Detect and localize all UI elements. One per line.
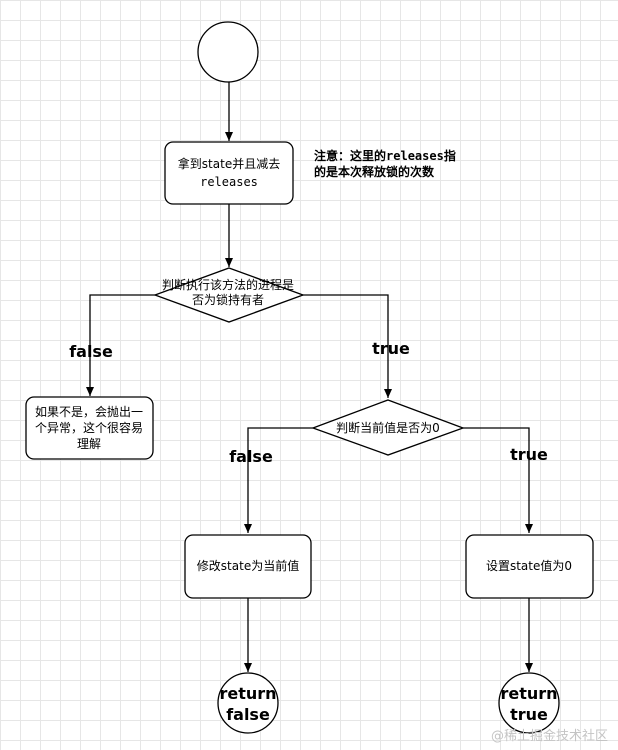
exception-line1: 如果不是，会抛出一 bbox=[35, 404, 143, 419]
note-line1: 注意：这里的releases指 bbox=[314, 148, 456, 163]
label-decision2-false: false bbox=[229, 447, 273, 466]
edge-decision2-false bbox=[244, 427, 313, 533]
start-node bbox=[197, 21, 259, 83]
step-take-state-line1: 拿到state并且减去 bbox=[178, 156, 280, 171]
label-decision1-false: false bbox=[69, 342, 113, 361]
decision-lock-holder-line1: 判断执行该方法的进程是 bbox=[162, 277, 294, 292]
return-true-node bbox=[498, 672, 560, 734]
decision-lock-holder-line2: 否为锁持有者 bbox=[192, 292, 264, 307]
label-decision2-true: true bbox=[510, 445, 548, 464]
return-true-line2: true bbox=[510, 705, 548, 724]
label-decision1-true: true bbox=[372, 339, 410, 358]
step-take-state bbox=[164, 141, 294, 205]
watermark: @稀土掘金技术社区 bbox=[490, 729, 608, 744]
return-false-line1: return bbox=[219, 684, 276, 703]
note-line2: 的是本次释放锁的次数 bbox=[314, 164, 435, 179]
decision-is-zero-label: 判断当前值是否为0 bbox=[336, 420, 440, 435]
set-state-zero-node bbox=[465, 534, 594, 599]
exception-line2: 个异常，这个很容易 bbox=[35, 420, 143, 435]
exception-line3: 理解 bbox=[77, 437, 101, 451]
decision-is-zero bbox=[311, 399, 465, 456]
edge-decision1-false bbox=[86, 294, 155, 396]
exception-node bbox=[25, 396, 154, 460]
return-true-line1: return bbox=[500, 684, 557, 703]
modify-state-node bbox=[184, 534, 312, 599]
edge-decision1-true bbox=[302, 294, 392, 398]
modify-state-label: 修改state为当前值 bbox=[197, 558, 299, 573]
set-state-zero-label: 设置state值为0 bbox=[486, 558, 572, 573]
return-false-line2: false bbox=[226, 705, 270, 724]
edge-decision2-true bbox=[463, 427, 533, 533]
step-take-state-line2: releases bbox=[200, 175, 258, 189]
return-false-node bbox=[217, 672, 279, 734]
decision-lock-holder bbox=[153, 267, 305, 323]
